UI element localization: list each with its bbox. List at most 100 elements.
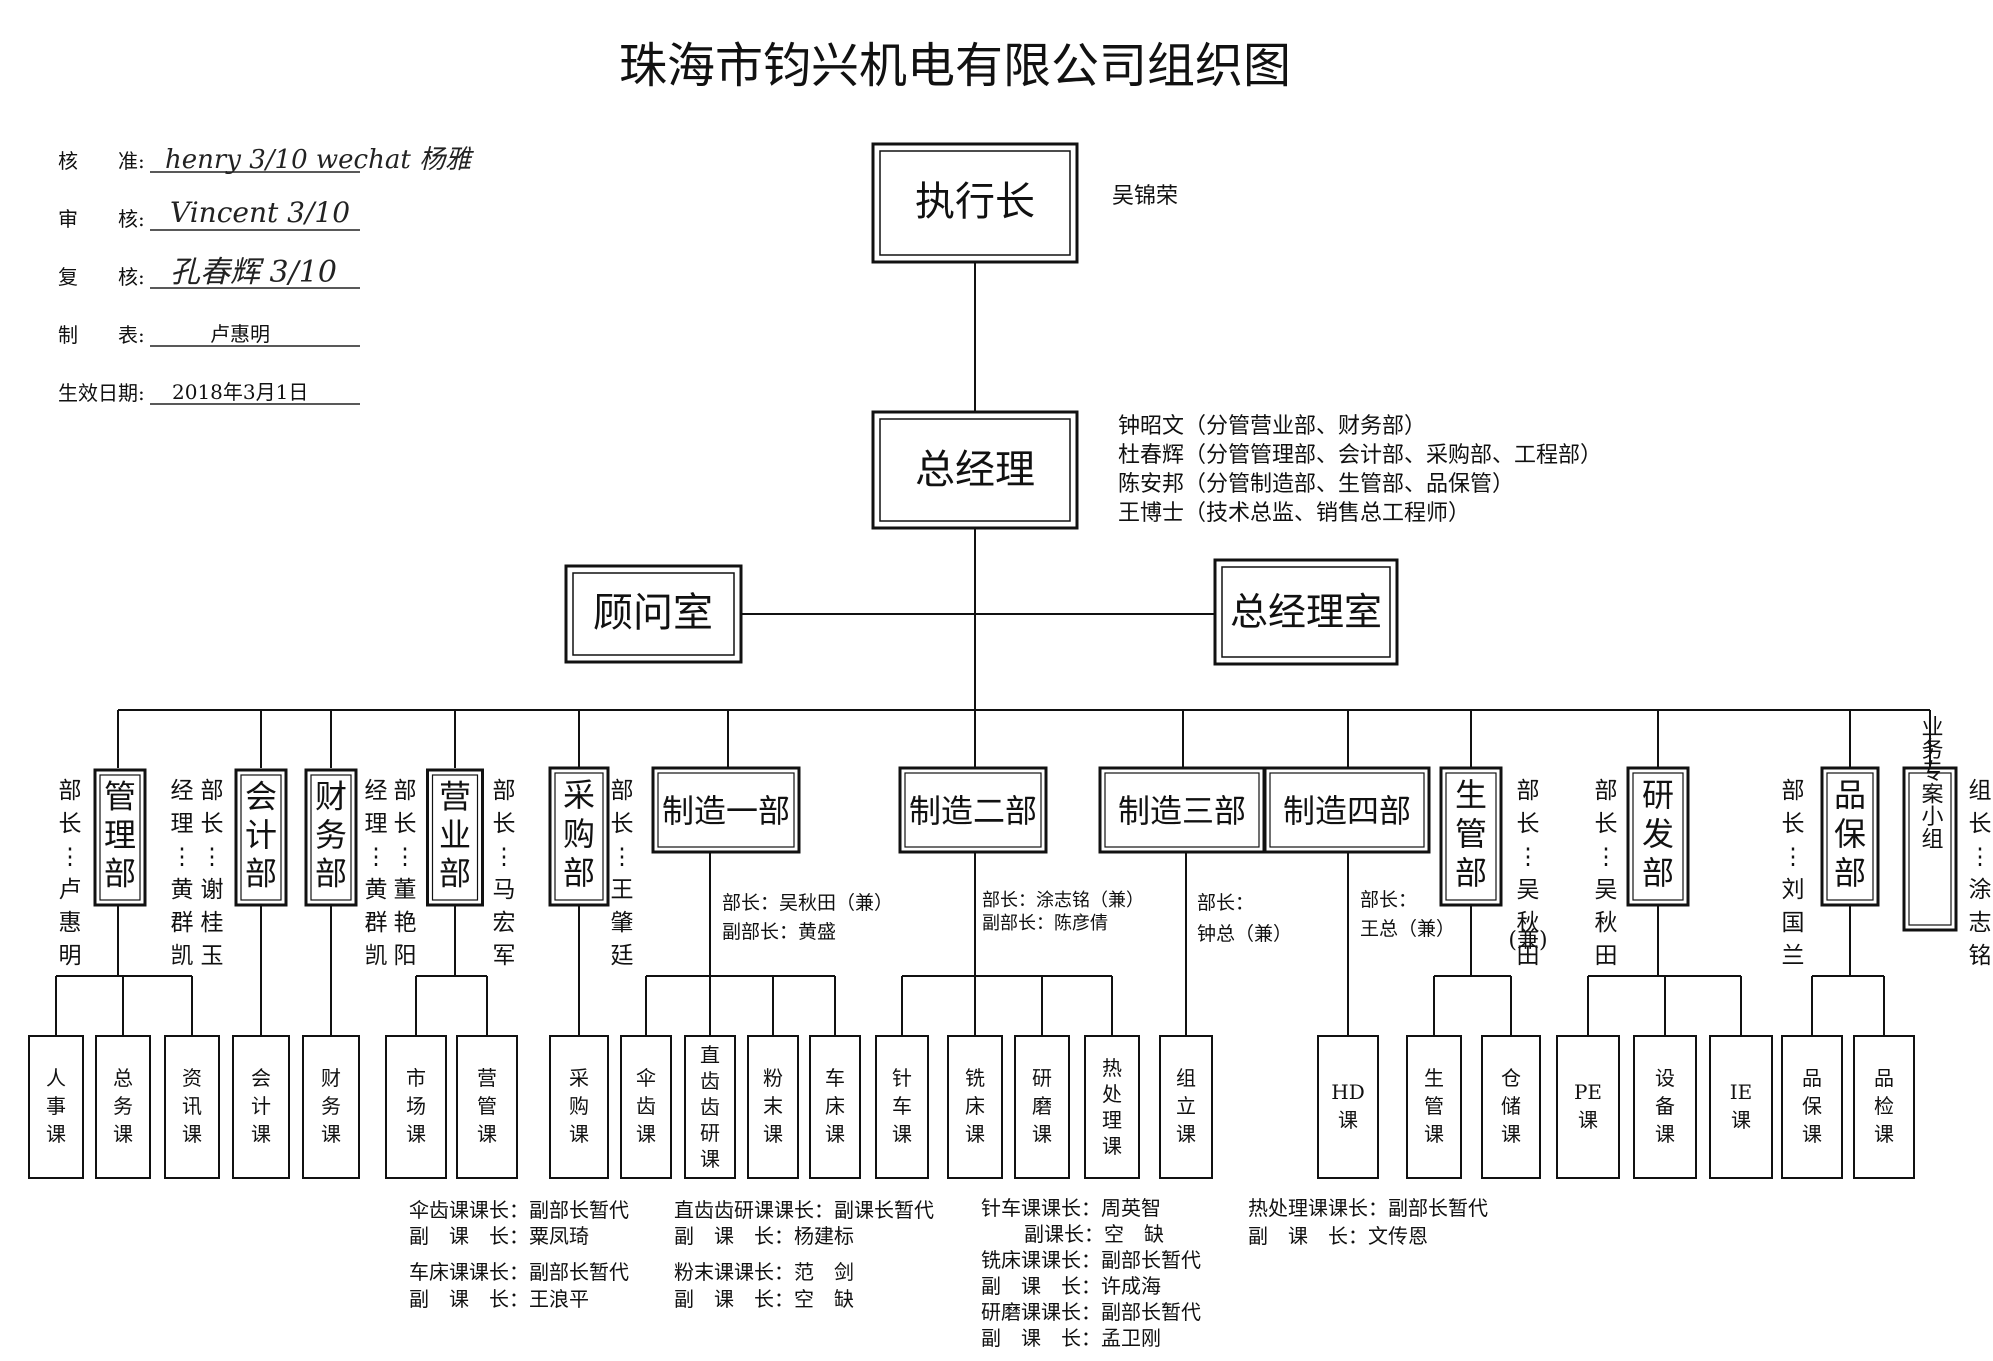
- dept-yingye: 营业部: [426, 768, 484, 907]
- section-zuli-label: 组立课: [1176, 1066, 1196, 1146]
- dept-guanli: 管理部: [93, 768, 147, 907]
- ceo-title: 执行长: [915, 179, 1035, 225]
- effective-date-value: 2018年3月1日: [172, 380, 308, 404]
- section-zhichi: 直齿齿研课: [684, 1035, 736, 1179]
- dept-zhizao4-label: 制造四部: [1283, 792, 1411, 830]
- dept-zhuanan: 业务专案小组: [1902, 715, 1958, 932]
- dept-head-label: 组长⋮涂志铭: [1969, 778, 1992, 969]
- section-zixun: 资讯课: [164, 1035, 220, 1179]
- dept-head-label: 部长⋮谢桂玉: [201, 778, 224, 969]
- dept-head-label: 部长⋮王肇廷: [611, 778, 634, 969]
- gm-notes: 钟昭文（分管营业部、财务部） 杜春辉（分管管理部、会计部、采购部、工程部） 陈安…: [1118, 414, 1602, 526]
- section-renshi: 人事课: [28, 1035, 84, 1179]
- gm-node: 总经理: [871, 410, 1079, 530]
- section-shichang: 市场课: [385, 1035, 447, 1179]
- zhizao4-head: 部长：: [1360, 889, 1417, 911]
- section-shebei: 设备课: [1633, 1035, 1697, 1179]
- section-sanchi: 伞齿课: [620, 1035, 672, 1179]
- dept-yanfa: 研发部: [1626, 766, 1690, 907]
- dept-head-label: 经理⋮黄群凯: [365, 778, 388, 969]
- section-pinbao: 品保课: [1781, 1035, 1843, 1179]
- zhizao2-head: 部长：涂志铭（兼）: [982, 890, 1144, 911]
- section-chechuang-label: 车床课: [825, 1066, 845, 1146]
- dept-kuaiji: 会计部: [234, 768, 288, 907]
- dept-shengguan: 生管部: [1439, 766, 1503, 907]
- section-sanchi-label: 伞齿课: [636, 1066, 656, 1146]
- dept-shengguan-label: 生管部: [1455, 776, 1487, 892]
- section-xichuang: 铣床课: [947, 1035, 1003, 1179]
- note-c3-5: 研磨课课长：副部长暂代: [981, 1300, 1201, 1324]
- gm-note-3: 陈安邦（分管制造部、生管部、品保管）: [1118, 472, 1514, 497]
- dept-head-label: 部长⋮吴秋田: [1517, 778, 1540, 969]
- section-pinjian: 品检课: [1853, 1035, 1915, 1179]
- gm-office-node: 总经理室: [1213, 558, 1399, 666]
- dept-head-label: 部长⋮吴秋田: [1595, 778, 1618, 969]
- note-c2-2: 副 课 长：杨建标: [674, 1224, 854, 1248]
- note-c1-1: 伞齿课课长：副部长暂代: [409, 1198, 629, 1222]
- gm-office-title: 总经理室: [1230, 590, 1382, 634]
- section-caigou-label: 采购课: [569, 1066, 589, 1146]
- dept-head-notes: 部长：吴秋田（兼） 副部长：黄盛 部长：涂志铭（兼） 副部长：陈彦倩 部长： 钟…: [722, 889, 1455, 945]
- note-c3-4: 副 课 长：许成海: [981, 1274, 1161, 1298]
- section-zuli: 组立课: [1159, 1035, 1213, 1179]
- section-shebei-label: 设备课: [1655, 1066, 1675, 1146]
- dept-zhuanan-label: 业务专案小组: [1918, 715, 1944, 849]
- section-zhichi-label: 直齿齿研课: [700, 1043, 720, 1171]
- dept-zhizao2: 制造二部: [898, 766, 1048, 854]
- note-c3-2: 副课长：空 缺: [1024, 1222, 1164, 1246]
- dept-caiwu: 财务部: [304, 768, 358, 907]
- gm-title: 总经理: [915, 447, 1035, 493]
- section-rechuli-label: 热处理课: [1102, 1056, 1122, 1158]
- zhizao3-head-name: 钟总（兼）: [1197, 923, 1292, 945]
- dept-zhizao1-label: 制造一部: [662, 792, 790, 830]
- effective-date-label: 生效日期:: [58, 381, 145, 405]
- section-kuaiji-label: 会计课: [251, 1066, 271, 1146]
- approve-label: 核 准:: [58, 149, 145, 173]
- dept-head-label: 部长⋮卢惠明: [59, 778, 82, 969]
- note-c2-3: 粉末课课长：范 剑: [674, 1260, 854, 1284]
- section-fenmo: 粉末课: [747, 1035, 799, 1179]
- section-pinjian-label: 品检课: [1874, 1066, 1894, 1146]
- tabulator-label: 制 表:: [58, 323, 145, 347]
- dept-pinbao-label: 品保部: [1834, 776, 1866, 892]
- section-zixun-label: 资讯课: [182, 1066, 202, 1146]
- note-c1-2: 副 课 长：粟凤琦: [409, 1224, 589, 1248]
- gm-note-2: 杜春辉（分管管理部、会计部、采购部、工程部）: [1118, 443, 1602, 468]
- tabulator-name: 卢惠明: [210, 322, 270, 346]
- gm-note-4: 王博士（技术总监、销售总工程师）: [1118, 501, 1470, 526]
- approval-block: 核 准: henry 3/10 wechat 杨雅 审 核: Vincent 3…: [58, 145, 474, 405]
- section-yanmo: 研磨课: [1014, 1035, 1070, 1179]
- dept-zhizao1: 制造一部: [651, 766, 801, 854]
- note-c2-1: 直齿齿研课课长：副课长暂代: [674, 1198, 934, 1222]
- section-rechuli: 热处理课: [1084, 1035, 1140, 1179]
- chart-title: 珠海市钧兴机电有限公司组织图: [619, 38, 1291, 94]
- dept-yingye-label: 营业部: [439, 778, 471, 893]
- zhizao1-head: 部长：吴秋田（兼）: [722, 892, 893, 914]
- section-zhenche: 针车课: [875, 1035, 929, 1179]
- connector-lines: [55, 262, 1931, 1036]
- review-label: 审 核:: [58, 207, 145, 231]
- section-cangchu: 仓储课: [1481, 1035, 1541, 1179]
- section-shengguan-label: 生管课: [1424, 1066, 1444, 1146]
- section-yanmo-label: 研磨课: [1032, 1066, 1052, 1146]
- section-xichuang-label: 铣床课: [965, 1066, 985, 1146]
- dept-kuaiji-label: 会计部: [245, 778, 277, 893]
- section-shengguan: 生管课: [1406, 1035, 1462, 1179]
- gm-note-1: 钟昭文（分管营业部、财务部）: [1118, 414, 1426, 439]
- dept-note: (兼): [1508, 928, 1547, 953]
- section-caiwu-label: 财务课: [321, 1066, 341, 1146]
- section-leader-notes: 伞齿课课长：副部长暂代 副 课 长：粟凤琦 车床课课长：副部长暂代 副 课 长：…: [409, 1196, 1488, 1350]
- review-signature: Vincent 3/10: [170, 196, 350, 229]
- section-pinbao-label: 品保课: [1802, 1066, 1822, 1146]
- zhizao3-head: 部长：: [1197, 892, 1254, 914]
- dept-caigou-label: 采购部: [563, 776, 595, 892]
- zhizao1-deputy: 副部长：黄盛: [722, 921, 836, 943]
- zhizao4-head-name: 王总（兼）: [1360, 918, 1455, 940]
- section-caigou: 采购课: [549, 1035, 609, 1179]
